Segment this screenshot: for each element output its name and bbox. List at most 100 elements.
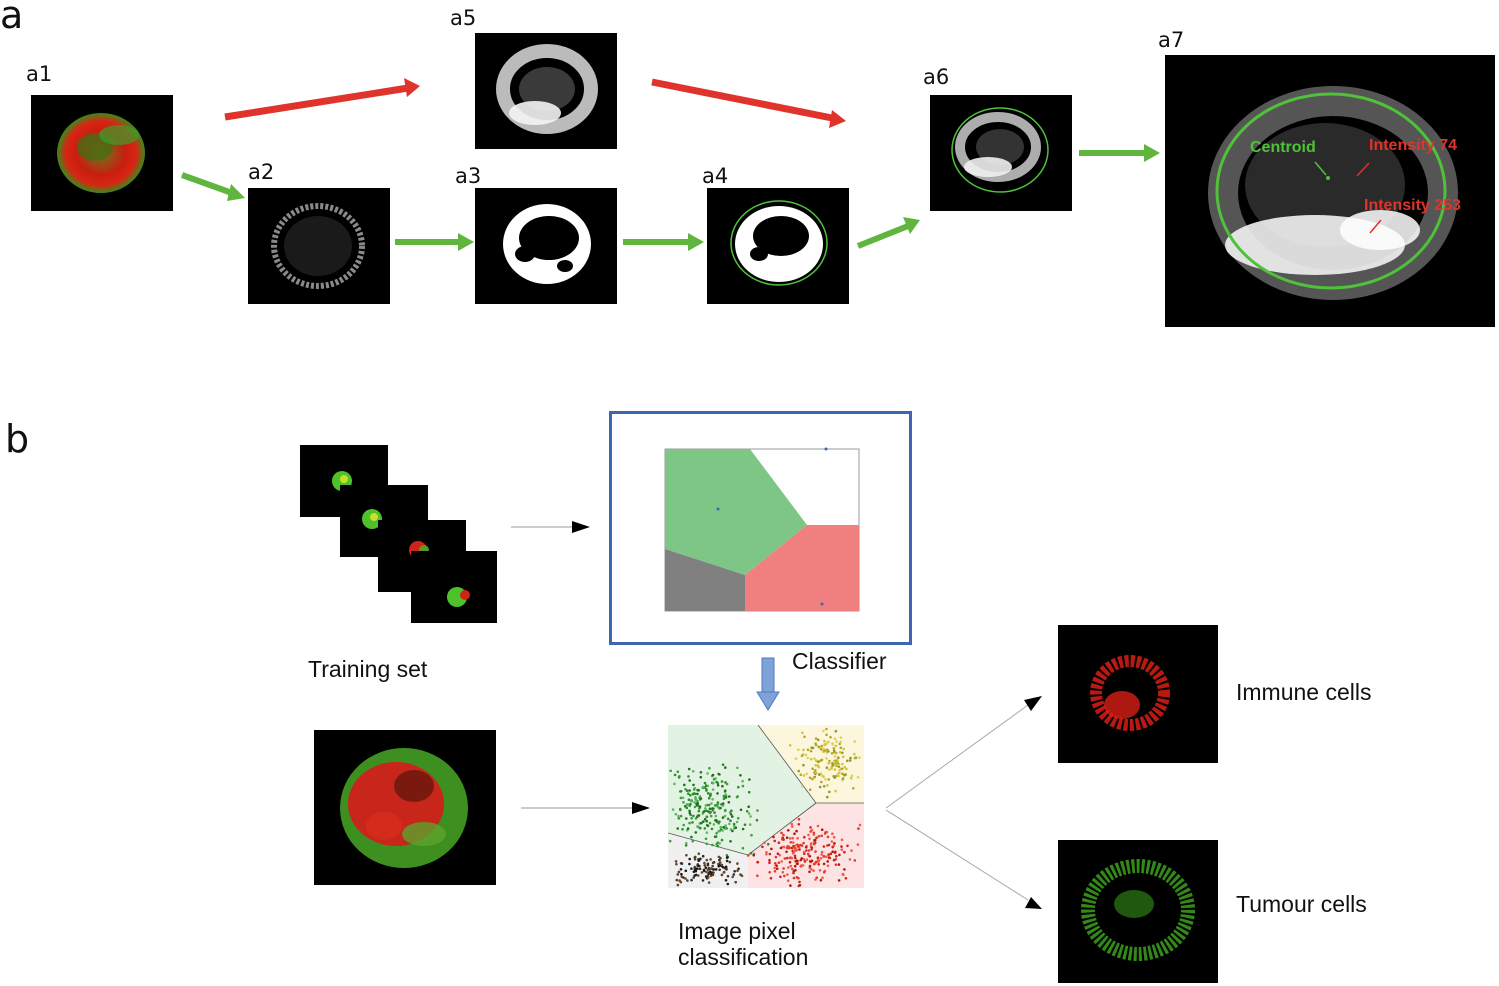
scatter-point <box>721 865 725 869</box>
scatter-point <box>793 854 797 858</box>
scatter-point <box>755 818 759 822</box>
scatter-point <box>803 860 807 863</box>
scatter-point <box>858 756 861 759</box>
scatter-point <box>769 876 773 880</box>
red-arrow-a5-to-a6 <box>651 78 846 128</box>
scatter-point <box>732 824 736 828</box>
scatter-point <box>833 737 837 741</box>
scatter-point <box>788 846 791 849</box>
scatter-point <box>839 746 843 750</box>
scatter-point <box>722 797 726 801</box>
scatter-point <box>698 805 702 808</box>
scatter-point <box>718 864 721 867</box>
scatter-point <box>823 739 826 743</box>
scatter-point <box>776 852 780 855</box>
scatter-point <box>853 740 856 743</box>
scatter-point <box>810 846 814 849</box>
label-a4: a4 <box>702 164 729 188</box>
scatter-point <box>841 777 845 780</box>
scatter-point <box>852 787 855 790</box>
scatter-point <box>779 875 782 879</box>
scatter-point <box>831 832 834 835</box>
scatter-point <box>676 873 680 876</box>
scatter-point <box>856 843 860 846</box>
scatter-point <box>791 841 795 844</box>
scatter-point <box>812 777 815 780</box>
scatter-point <box>770 847 773 851</box>
scatter-point <box>724 865 728 869</box>
scatter-point <box>845 767 848 771</box>
scatter-point <box>689 794 692 797</box>
scatter-point <box>704 866 708 870</box>
scatter-point <box>815 771 818 775</box>
scatter-point <box>752 853 755 857</box>
scatter-point <box>715 831 718 835</box>
scatter-point <box>693 805 697 809</box>
scatter-point <box>748 778 751 781</box>
scatter-point <box>733 870 736 873</box>
scatter-point <box>789 841 793 844</box>
scatter-point <box>792 844 795 848</box>
scatter-point <box>789 884 792 887</box>
scatter-point <box>705 815 709 818</box>
scatter-point <box>756 874 759 878</box>
scatter-point <box>826 795 829 799</box>
scatter-point <box>785 850 788 854</box>
scatter-point <box>707 881 711 884</box>
pixel-classification-label: Image pixel classification <box>678 918 809 971</box>
image-a3-binary <box>475 188 617 304</box>
scatter-point <box>857 827 860 830</box>
panel-a-letter: a <box>0 0 24 37</box>
green-arrow-a6-to-a7 <box>1079 144 1160 162</box>
scatter-point <box>701 879 705 882</box>
scatter-point <box>816 738 820 742</box>
scatter-point <box>734 826 738 829</box>
scatter-point <box>837 763 841 767</box>
scatter-point <box>703 817 707 821</box>
scatter-point <box>846 844 849 848</box>
scatter-point <box>830 752 834 755</box>
scatter-point <box>705 809 708 812</box>
scatter-point <box>706 772 709 775</box>
scatter-point <box>763 841 766 844</box>
immune-cells-image <box>1058 625 1218 763</box>
scatter-point <box>677 817 681 820</box>
scatter-point <box>830 766 833 769</box>
scatter-point <box>802 841 805 845</box>
scatter-point <box>807 833 810 837</box>
scatter-point <box>816 860 820 863</box>
scatter-point <box>822 785 826 788</box>
scatter-point <box>824 855 828 859</box>
scatter-point <box>806 748 810 752</box>
scatter-point <box>768 861 771 864</box>
label-a5: a5 <box>450 6 477 30</box>
scatter-point <box>735 820 739 824</box>
scatter-point <box>778 853 781 857</box>
scatter-point <box>727 801 731 804</box>
scatter-point <box>714 777 717 780</box>
scatter-point <box>812 831 816 835</box>
scatter-point <box>691 821 694 824</box>
scatter-point <box>768 858 771 862</box>
classifier-voronoi-plot <box>664 447 860 612</box>
scatter-point <box>747 790 751 794</box>
scatter-point <box>795 848 799 852</box>
scatter-point <box>705 789 708 792</box>
scatter-point <box>825 733 828 737</box>
scatter-point <box>795 829 798 833</box>
scatter-point <box>673 782 676 786</box>
scatter-point <box>828 760 831 764</box>
scatter-point <box>676 770 680 773</box>
scatter-point <box>822 729 825 733</box>
scatter-point <box>833 842 836 845</box>
scatter-point <box>853 752 856 756</box>
scatter-point <box>773 870 777 873</box>
scatter-point <box>711 809 714 812</box>
scatter-point <box>788 860 792 864</box>
scatter-point <box>720 838 724 842</box>
scatter-point <box>720 873 724 877</box>
scatter-point <box>816 856 820 859</box>
scatter-point <box>699 857 702 861</box>
scatter-point <box>741 779 744 783</box>
scatter-point <box>718 858 721 862</box>
